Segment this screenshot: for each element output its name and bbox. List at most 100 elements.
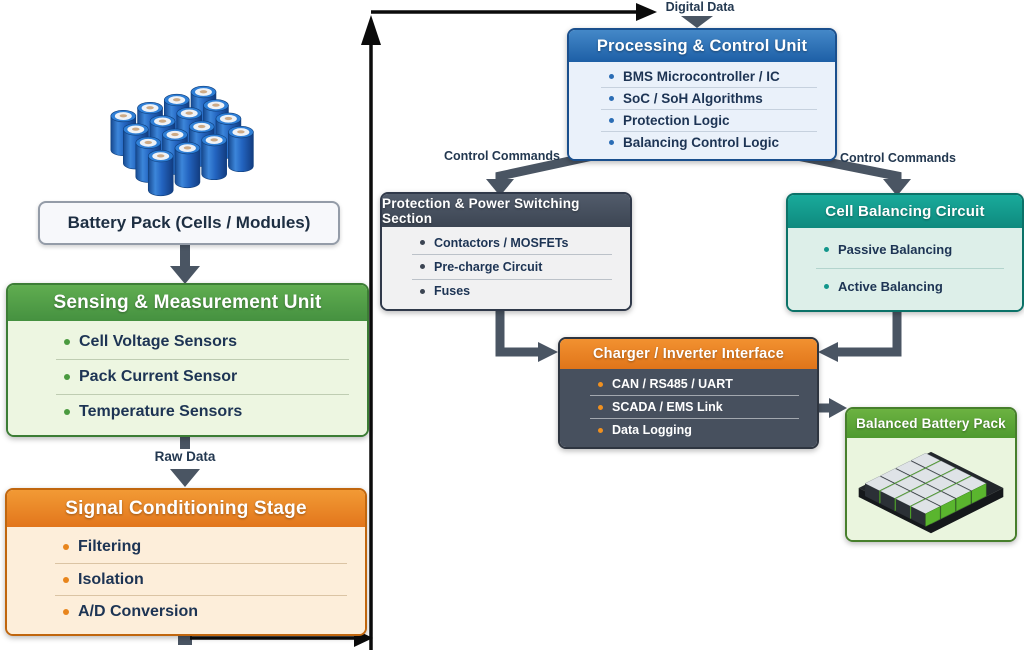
box-title: Charger / Inverter Interface [560, 339, 817, 369]
list-item: Temperature Sensors [8, 395, 367, 429]
box-body: Filtering Isolation A/D Conversion [7, 527, 365, 634]
control-commands-left-label: Control Commands [444, 149, 560, 163]
arrowhead-down-into-protection [486, 179, 514, 196]
list-item-label: Balancing Control Logic [623, 135, 780, 150]
arrow-balancing-to-charger-shaft [838, 308, 902, 357]
list-item-label: Cell Voltage Sensors [79, 333, 237, 350]
list-item: Active Balancing [788, 269, 1022, 305]
separator [56, 394, 349, 395]
separator [55, 562, 347, 564]
list-item: SCADA / EMS Link [560, 396, 817, 418]
list-item: Contactors / MOSFETs [382, 231, 630, 254]
arrowhead-left-into-charger [818, 342, 838, 362]
bullet-icon [64, 409, 70, 415]
balanced-battery-pack-box: Balanced Battery Pack [845, 407, 1017, 542]
list-item: Data Logging [560, 419, 817, 441]
list-item-label: SCADA / EMS Link [612, 400, 723, 414]
list-item: SoC / SoH Algorithms [569, 88, 835, 109]
arrowhead-down-into-sensing [170, 266, 200, 284]
control-commands-right-label: Control Commands [840, 151, 956, 165]
black-loop-lines [190, 10, 637, 650]
processing-control-unit-box: Processing & Control Unit BMS Microcontr… [567, 28, 837, 161]
box-title: Balanced Battery Pack [847, 409, 1015, 438]
grey-arrowheads [170, 16, 911, 645]
list-item: Fuses [382, 280, 630, 303]
box-body: CAN / RS485 / UART SCADA / EMS Link Data… [560, 369, 817, 447]
separator [412, 278, 612, 280]
bullet-icon [598, 404, 603, 410]
list-item: A/D Conversion [7, 596, 365, 628]
list-item-label: Contactors / MOSFETs [434, 235, 569, 250]
raw-data-label: Raw Data [154, 449, 216, 464]
arrowhead-digitaldata-into-processing [681, 16, 713, 28]
bullet-icon [63, 576, 69, 583]
list-item-label: Isolation [78, 570, 144, 588]
list-item-label: Filtering [78, 537, 142, 555]
list-item: Pre-charge Circuit [382, 255, 630, 278]
list-item-label: BMS Microcontroller / IC [623, 69, 780, 84]
separator [590, 418, 799, 419]
arrowhead-right-into-charger [538, 342, 558, 362]
bullet-icon [63, 609, 69, 616]
list-item-label: Fuses [434, 284, 471, 299]
bullet-icon [609, 118, 614, 123]
box-body: Contactors / MOSFETs Pre-charge Circuit … [382, 227, 630, 309]
list-item: Pack Current Sensor [8, 360, 367, 394]
list-item: BMS Microcontroller / IC [569, 66, 835, 87]
list-item-label: Passive Balancing [838, 242, 953, 258]
bullet-icon [824, 247, 829, 253]
list-item: Balancing Control Logic [569, 132, 835, 153]
list-item: CAN / RS485 / UART [560, 373, 817, 395]
box-title: Protection & Power Switching Section [382, 194, 630, 227]
cell-balancing-circuit-box: Cell Balancing Circuit Passive Balancing… [786, 193, 1024, 312]
bullet-icon [64, 339, 70, 345]
box-body: BMS Microcontroller / IC SoC / SoH Algor… [569, 62, 835, 159]
digital-data-label: Digital Data [665, 0, 735, 14]
list-item-label: Pre-charge Circuit [434, 259, 543, 274]
separator [590, 395, 799, 396]
separator [412, 254, 612, 256]
balanced-battery-pack-image [858, 451, 1004, 534]
battery-pack-label: Battery Pack (Cells / Modules) [38, 201, 340, 245]
box-title: Cell Balancing Circuit [788, 195, 1022, 228]
charger-inverter-interface-box: Charger / Inverter Interface CAN / RS485… [558, 337, 819, 449]
arrowhead-up-loop [361, 15, 381, 45]
box-title: Sensing & Measurement Unit [8, 285, 367, 321]
bullet-icon [420, 264, 425, 270]
bullet-icon [824, 283, 829, 289]
separator [56, 359, 349, 360]
list-item: Protection Logic [569, 110, 835, 131]
list-item: Cell Voltage Sensors [8, 325, 367, 359]
arrowhead-down-into-balancing [883, 179, 911, 196]
separator [816, 267, 1004, 269]
bullet-icon [609, 74, 614, 79]
bullet-icon [598, 427, 603, 433]
bullet-icon [420, 240, 425, 246]
arrowhead-right-into-balancedpack [829, 398, 847, 418]
arrowhead-right-digitaldata [636, 3, 657, 21]
battery-cells-image [110, 85, 254, 197]
box-body: Passive Balancing Active Balancing [788, 228, 1022, 310]
sensing-measurement-unit-box: Sensing & Measurement Unit Cell Voltage … [6, 283, 369, 437]
list-item-label: CAN / RS485 / UART [612, 377, 733, 391]
box-body [847, 438, 1015, 540]
signal-conditioning-stage-box: Signal Conditioning Stage Filtering Isol… [5, 488, 367, 636]
bullet-icon [63, 543, 69, 550]
bullet-icon [420, 288, 425, 294]
arrow-protection-to-charger-shaft [495, 306, 538, 357]
bullet-icon [598, 381, 603, 387]
list-item-label: Data Logging [612, 423, 692, 437]
list-item: Passive Balancing [788, 232, 1022, 268]
bullet-icon [609, 140, 614, 145]
separator [601, 131, 817, 132]
list-item-label: Protection Logic [623, 113, 730, 128]
list-item-label: SoC / SoH Algorithms [623, 91, 763, 106]
list-item-label: Pack Current Sensor [79, 368, 238, 385]
list-item: Isolation [7, 564, 365, 596]
arrowhead-down-into-signal [170, 469, 200, 487]
box-body: Cell Voltage Sensors Pack Current Sensor… [8, 321, 367, 435]
protection-power-switching-box: Protection & Power Switching Section Con… [380, 192, 632, 311]
separator [55, 595, 347, 597]
